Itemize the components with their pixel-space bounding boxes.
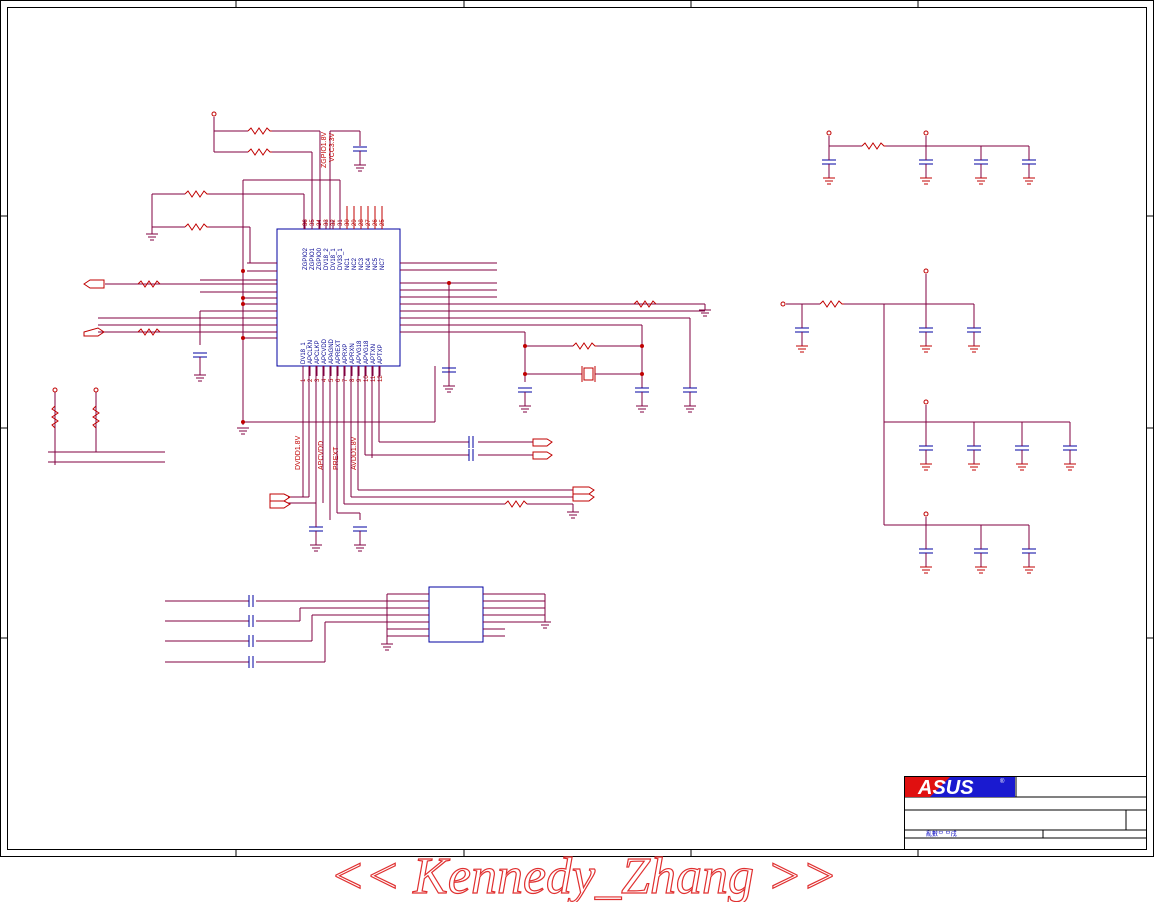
pin-number: 36	[303, 219, 309, 226]
pin-name: APREXT	[336, 340, 342, 364]
decoupling-capacitor	[967, 318, 981, 353]
top-resistors	[137, 111, 272, 336]
pin-number: 6	[336, 378, 342, 382]
pin-number: 11	[371, 375, 377, 382]
left-resistor-pair	[48, 387, 165, 465]
pin-name: APRXN	[350, 343, 356, 364]
left-connectors	[83, 279, 105, 337]
pin-number: 8	[350, 378, 356, 382]
net-label: AVDD1.8V	[351, 436, 358, 470]
pin-name: DV18_1	[301, 342, 307, 364]
decoupling-capacitor	[1022, 150, 1036, 185]
pin-number: 25	[380, 219, 386, 226]
pin-name: ZGPIO2	[303, 247, 309, 270]
pin-name: APCLKN	[308, 340, 314, 364]
top-left-wiring	[151, 117, 450, 425]
pin-number: 30	[345, 219, 351, 226]
pin-name: NC2	[352, 257, 358, 270]
crystal-wiring	[400, 303, 706, 388]
top-caps	[193, 146, 456, 373]
pin-name: DV18_2	[324, 248, 330, 270]
pin-number: 10	[364, 375, 370, 382]
pin-name: APAGND	[329, 338, 335, 364]
decoupling-capacitor	[974, 539, 988, 574]
net-label: DVDD1.8V	[295, 435, 302, 470]
pin-number: 2	[308, 378, 314, 382]
right-decoupling-caps	[795, 150, 1077, 574]
net-label: APCVDD	[318, 441, 325, 470]
pin-name: APTXP	[378, 344, 384, 364]
decoupling-capacitor	[974, 150, 988, 185]
pin-name: DV18_1	[331, 248, 337, 270]
pin-number: 5	[329, 378, 335, 382]
pin-name: APCVDD	[322, 338, 328, 364]
pin-name: APVG18	[357, 340, 363, 364]
crystal-grounds	[519, 309, 711, 413]
pin-number: 35	[310, 219, 316, 226]
pin-name: NC7	[380, 257, 386, 270]
svg-text:®: ®	[1000, 778, 1005, 785]
pin-number: 32	[331, 219, 337, 226]
bottom-grounds	[310, 511, 579, 552]
bottom-connectors	[269, 438, 595, 509]
pin-number: 27	[366, 219, 372, 226]
decoupling-capacitor	[919, 539, 933, 574]
net-label: VCC3.3V	[329, 132, 336, 162]
pin-name: NC1	[345, 257, 351, 270]
pin-name: NC3	[359, 257, 365, 270]
net-labels: ZGPIO1.8V VCC3.3V DVDD1.8V APCVDD PREXT …	[295, 131, 358, 470]
lower-ic	[165, 586, 551, 668]
decoupling-capacitor	[967, 436, 981, 471]
pin-number: 9	[357, 378, 363, 382]
pin-name: DV33_1	[338, 248, 344, 270]
pin-name: APVG18	[364, 340, 370, 364]
pin-number: 33	[324, 219, 330, 226]
pin-name: APRXP	[343, 344, 349, 364]
title-block: ASUS ® 亂數ᄆ ᄆ戌	[904, 776, 1147, 850]
decoupling-capacitor	[1063, 436, 1077, 471]
pin-name: NC4	[366, 257, 372, 270]
decoupling-capacitor	[919, 318, 933, 353]
pin-number: 12	[378, 375, 384, 382]
crystal-parts	[572, 300, 657, 382]
pin-number: 28	[359, 219, 365, 226]
decoupling-capacitor	[919, 150, 933, 185]
pin-number: 7	[343, 378, 349, 382]
right-mid-group	[780, 268, 1071, 539]
sheet-border	[0, 0, 1154, 857]
pin-number: 1	[301, 378, 307, 382]
bottom-wiring	[288, 366, 574, 520]
decoupling-capacitor	[919, 436, 933, 471]
decoupling-capacitor	[795, 318, 809, 353]
top-grounds	[146, 151, 455, 435]
pin-name: ZGPIO1	[310, 247, 316, 270]
crystal-caps	[518, 387, 697, 393]
junction-dots	[241, 269, 644, 424]
right-top-group	[826, 130, 1030, 150]
pin-number: 29	[352, 219, 358, 226]
svg-text:ASUS: ASUS	[917, 777, 974, 799]
watermark: << Kennedy_Zhang >>	[330, 848, 837, 902]
pin-name: ZGPIO0	[317, 247, 323, 270]
pin-number: 26	[373, 219, 379, 226]
decoupling-capacitor	[822, 150, 836, 185]
decoupling-capacitor	[1015, 436, 1029, 471]
pin-name: NC5	[373, 257, 379, 270]
pin-name: APCLKP	[315, 340, 321, 364]
asus-logo: ASUS ®	[905, 777, 1015, 799]
nc-stubs	[346, 206, 383, 229]
pin-number: 4	[322, 378, 328, 382]
decoupling-capacitor	[1022, 539, 1036, 574]
pin-name: APTXN	[371, 344, 377, 364]
pin-number: 3	[315, 378, 321, 382]
net-label: ZGPIO1.8V	[321, 131, 328, 168]
pin-number: 31	[338, 219, 344, 226]
title-block-text: 亂數ᄆ ᄆ戌	[926, 830, 957, 838]
